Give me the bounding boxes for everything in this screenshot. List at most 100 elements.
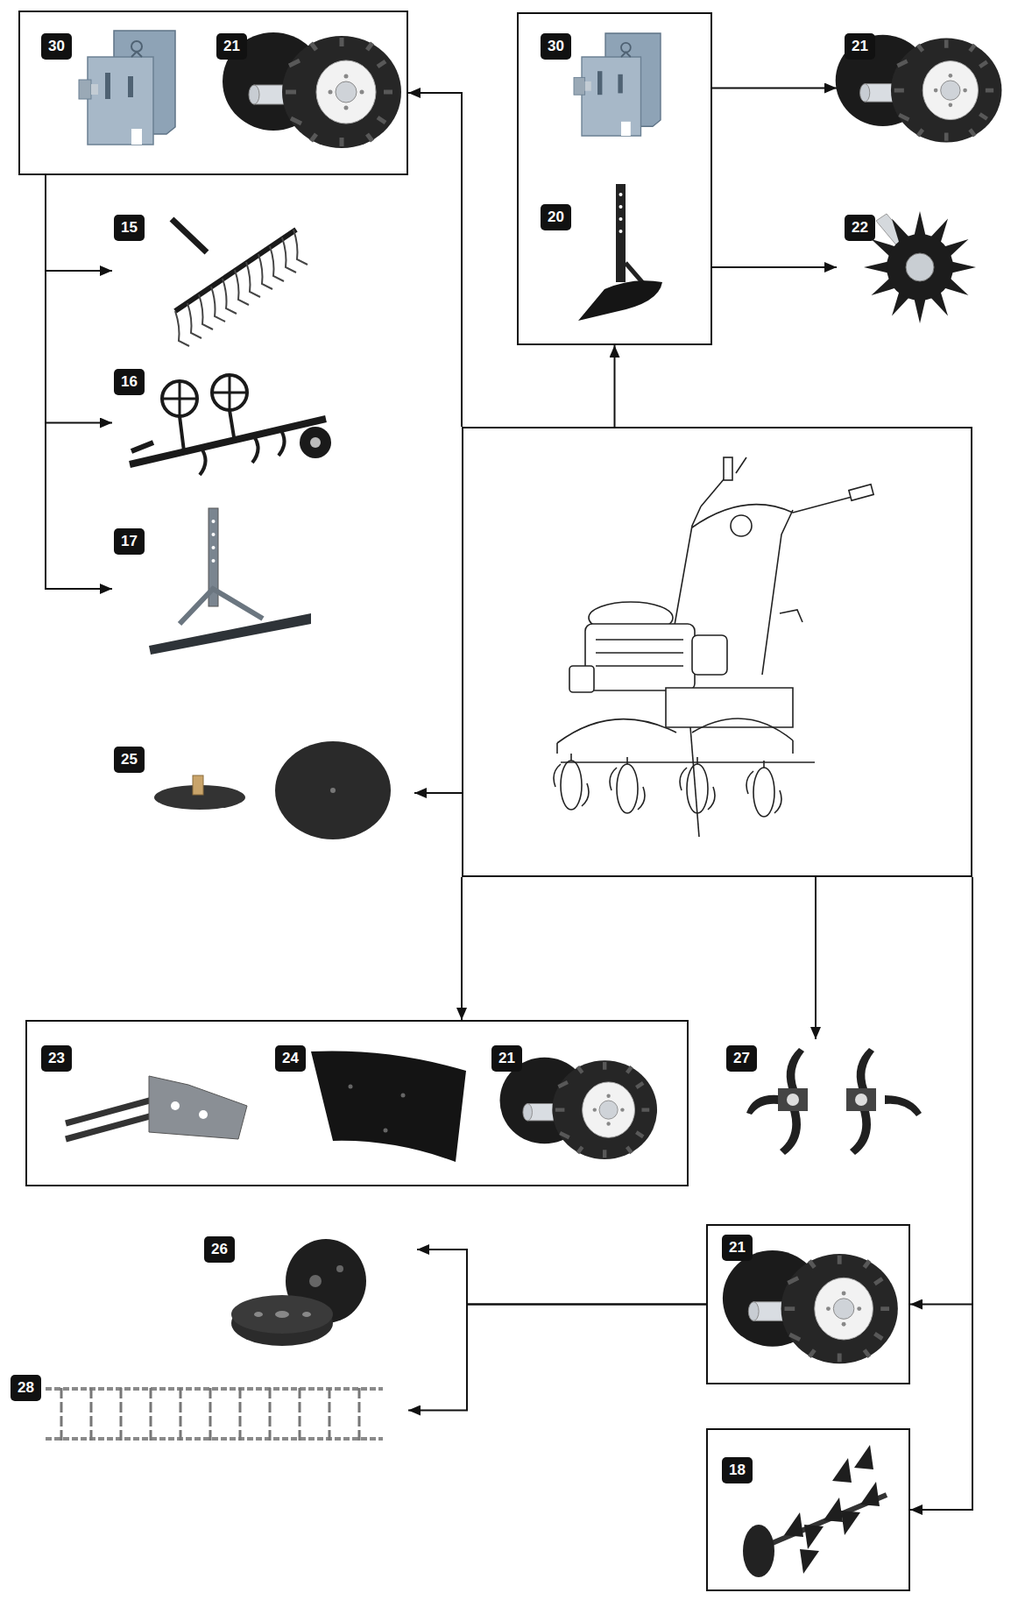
cultivator-illustration (310, 437, 321, 448)
callout-number: 21 (721, 1234, 753, 1261)
plough-illustration (619, 217, 623, 221)
tiller-illustration (616, 763, 638, 813)
tines-illustration (846, 1088, 877, 1111)
group-box (461, 426, 973, 877)
attachment-item: 23 (35, 1033, 255, 1179)
tines-illustration (746, 1095, 778, 1115)
chain-illustration (180, 1387, 182, 1441)
group-box: 18 (706, 1428, 911, 1591)
connector-arrow (910, 876, 973, 1510)
connector-arrow (408, 92, 462, 427)
callout-number: 15 (113, 214, 145, 241)
connector-arrow (45, 175, 113, 271)
tiller-illustration (553, 457, 874, 837)
hiller-illustration (212, 519, 216, 524)
tiller-illustration (569, 665, 594, 693)
tiller-illustration (762, 509, 793, 675)
tiller-illustration (553, 763, 782, 813)
rotary-cutter-illustration (742, 1524, 775, 1577)
tines-illustration (855, 1093, 868, 1106)
plough-illustration (619, 192, 623, 197)
wheel-illustration (222, 32, 402, 149)
attachment-item: 21 (210, 19, 403, 169)
plough-illustration (615, 183, 626, 283)
cultivator-illustration (179, 410, 235, 452)
harrow-illustration (222, 278, 237, 314)
attachment-item: 24 (267, 1033, 478, 1179)
spiked-wheel-illustration (905, 253, 934, 282)
wheel-illustration (500, 1057, 658, 1160)
connector-arrow (45, 175, 113, 589)
connector-arrow (712, 266, 837, 269)
cultivator-illustration (199, 429, 285, 475)
connector-arrow (45, 175, 113, 424)
plough-illustration (578, 280, 663, 321)
disc-illustration (330, 787, 336, 793)
tiller-illustration (557, 719, 677, 743)
bracket-illustration (148, 1075, 248, 1139)
group-box: 232421 (25, 1019, 689, 1187)
blade-illustration (383, 1128, 389, 1133)
attachment-item: 16 (112, 363, 340, 482)
rotary-cutter-illustration (823, 1497, 843, 1522)
wheel-illustration (500, 1057, 658, 1160)
attachment-item: 17 (112, 522, 319, 656)
attachment-item: 21 (486, 1033, 679, 1179)
rotary-cutter-illustration (841, 1510, 861, 1535)
connector-arrow (417, 1249, 707, 1305)
rotary-cutter-illustration (854, 1444, 874, 1470)
attachment-item: 20 (525, 175, 704, 338)
callout-number: 25 (113, 746, 145, 773)
chain-illustration (150, 1387, 152, 1441)
weights-illustration (231, 1294, 333, 1334)
attachment-item: 22 (836, 201, 1012, 333)
blade-illustration (348, 1084, 354, 1089)
attachment-item: 28 (8, 1368, 409, 1452)
tiller-illustration (753, 767, 775, 817)
chain-illustration (120, 1387, 122, 1441)
tiller-illustration (792, 494, 859, 513)
harrow-illustration (175, 229, 297, 312)
disc-illustration (192, 775, 204, 795)
plough-illustration (619, 205, 623, 209)
hiller-illustration (212, 558, 216, 563)
attachment-item: 30 (525, 21, 704, 166)
connector-arrow (814, 876, 817, 1040)
callout-number: 28 (10, 1374, 42, 1401)
chain-illustration (240, 1387, 241, 1441)
bracket-illustration (170, 1101, 180, 1110)
tiller-illustration (560, 760, 582, 810)
callout-number: 17 (113, 528, 145, 555)
connector-arrow (910, 876, 973, 1305)
hiller-illustration (148, 613, 312, 655)
tines-illustration (786, 1047, 805, 1089)
hiller-illustration (212, 532, 216, 537)
disc-illustration (275, 741, 391, 840)
harrow-illustration (282, 237, 297, 273)
spiked-wheel-illustration (863, 261, 891, 274)
callout-number: 18 (721, 1456, 753, 1484)
weights-illustration (275, 1310, 290, 1318)
attachment-item: 15 (112, 209, 310, 333)
tines-illustration (746, 1047, 922, 1155)
rotary-cutter-illustration (832, 1457, 852, 1483)
rotary-cutter-illustration (804, 1524, 824, 1549)
callout-number: 16 (113, 368, 145, 396)
tiller-illustration (560, 761, 815, 764)
tines-illustration (849, 1110, 871, 1155)
bracket-illustration (65, 1098, 156, 1139)
tiller-illustration (557, 740, 793, 754)
attachment-item: 21 (836, 24, 1012, 152)
harrow-illustration (269, 246, 284, 282)
spiked-wheel-illustration (949, 261, 976, 274)
harrow-illustration (211, 286, 226, 322)
harrow-illustration (234, 269, 249, 305)
bracket-illustration (65, 1075, 248, 1139)
tines-illustration (884, 1095, 922, 1117)
chain-illustration (45, 1387, 383, 1441)
tines-illustration (856, 1047, 875, 1089)
blade-illustration (401, 1093, 406, 1098)
tiller-illustration (595, 639, 684, 666)
spiked-wheel-illustration (913, 296, 927, 324)
